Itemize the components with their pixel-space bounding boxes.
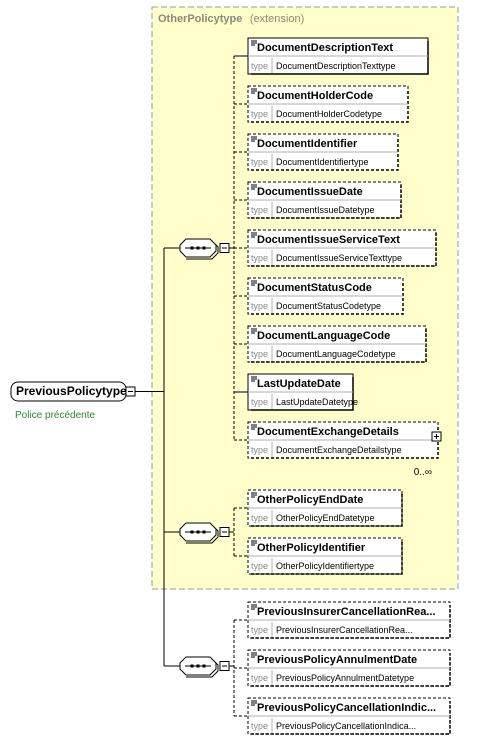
type-value: DocumentStatusCodetype: [276, 301, 381, 311]
type-value: PreviousPolicyCancellationIndica...: [276, 721, 416, 731]
type-keyword: type: [251, 157, 268, 167]
type-keyword: type: [251, 445, 268, 455]
element-icon: [251, 604, 257, 610]
element-icon: [251, 540, 257, 546]
type-value: DocumentIssueDatetype: [276, 205, 375, 215]
sequence-icon: [185, 664, 211, 668]
type-keyword: type: [251, 205, 268, 215]
element-name: DocumentLanguageCode: [257, 330, 390, 342]
collapse-icon[interactable]: [219, 243, 230, 253]
element-icon: [251, 232, 257, 238]
occurrence-label: 0..∞: [414, 467, 432, 478]
type-keyword: type: [251, 301, 268, 311]
type-value: DocumentIdentifiertype: [276, 157, 369, 167]
element-name: LastUpdateDate: [257, 378, 341, 390]
type-keyword: type: [251, 561, 268, 571]
sequence-compositors: [179, 238, 230, 678]
element-group3-2[interactable]: PreviousPolicyCancellationIndic... type Pr…: [247, 697, 452, 736]
element-name: PreviousPolicyAnnulmentDate: [257, 654, 417, 666]
element-icon: [251, 136, 257, 142]
collapse-icon[interactable]: [219, 661, 230, 671]
element-name: DocumentDescriptionText: [257, 42, 393, 54]
type-keyword: type: [251, 673, 268, 683]
type-value: OtherPolicyEndDatetype: [276, 513, 375, 523]
type-value: LastUpdateDatetype: [276, 397, 358, 407]
type-keyword: type: [251, 721, 268, 731]
element-icon: [251, 40, 257, 46]
type-keyword: type: [251, 513, 268, 523]
sequence-compositor-3[interactable]: [179, 656, 230, 678]
element-icon: [251, 492, 257, 498]
type-keyword: type: [251, 349, 268, 359]
type-keyword: type: [251, 109, 268, 119]
type-keyword: type: [251, 253, 268, 263]
element-icon: [251, 184, 257, 190]
element-name: DocumentIssueServiceText: [257, 234, 400, 246]
element-icon: [251, 376, 257, 382]
type-value: DocumentLanguageCodetype: [276, 349, 396, 359]
element-icon: [251, 700, 257, 706]
sequence-compositor-2[interactable]: [179, 522, 230, 544]
element-icon: [251, 652, 257, 658]
sequence-icon: [185, 530, 211, 534]
element-icon: [251, 424, 257, 430]
type-value: PreviousPolicyAnnulmentDatetype: [276, 673, 414, 683]
collapse-icon[interactable]: [219, 527, 230, 537]
type-value: DocumentIssueServiceTexttype: [276, 253, 402, 263]
type-value: DocumentExchangeDetailstype: [276, 445, 402, 455]
type-value: DocumentHolderCodetype: [276, 109, 382, 119]
type-value: PreviousInsurerCancellationRea...: [276, 625, 413, 635]
type-keyword: type: [251, 61, 268, 71]
element-name: DocumentExchangeDetails: [257, 426, 399, 438]
element-name: OtherPolicyIdentifier: [257, 542, 366, 554]
element-name: PreviousPolicyCancellationIndic...: [257, 702, 436, 714]
element-name: DocumentHolderCode: [257, 90, 373, 102]
element-name: PreviousInsurerCancellationRea...: [257, 606, 436, 618]
element-group3-0[interactable]: PreviousInsurerCancellationRea... type Pre…: [247, 601, 452, 640]
type-value: OtherPolicyIdentifiertype: [276, 561, 374, 571]
root-annotation: Police précédente: [15, 410, 95, 421]
sequence-compositor-1[interactable]: [179, 238, 230, 260]
element-name: DocumentIdentifier: [257, 138, 358, 150]
element-name: OtherPolicyEndDate: [257, 494, 363, 506]
root-element-name: PreviousPolicytype: [16, 384, 127, 398]
root-element[interactable]: PreviousPolicytype Police précédente: [10, 381, 136, 421]
element-icon: [251, 88, 257, 94]
type-keyword: type: [251, 397, 268, 407]
element-icon: [251, 328, 257, 334]
element-name: DocumentIssueDate: [257, 186, 363, 198]
type-keyword: type: [251, 625, 268, 635]
connector-lines: [135, 55, 248, 717]
root-collapse-icon[interactable]: [125, 386, 136, 397]
expand-icon[interactable]: [431, 431, 442, 442]
sequence-icon: [185, 246, 211, 250]
type-value: DocumentDescriptionTexttype: [276, 61, 396, 71]
element-icon: [251, 280, 257, 286]
extension-title: OtherPolicytype (extension): [158, 9, 304, 26]
element-name: DocumentStatusCode: [257, 282, 372, 294]
